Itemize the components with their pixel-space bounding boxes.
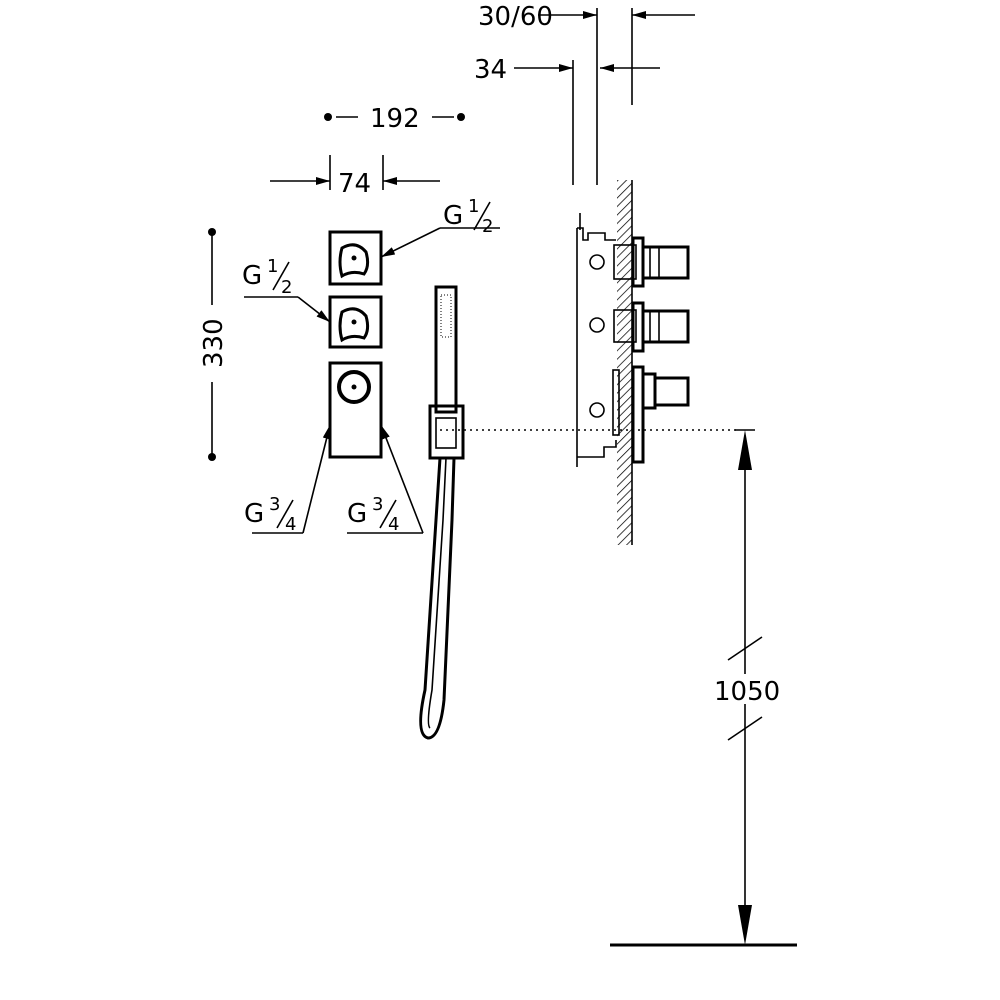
callout-g-three-quarter-left: G 3 4 — [244, 424, 331, 535]
hand-shower — [419, 285, 465, 740]
dim-label-330: 330 — [199, 318, 229, 368]
valve-body-side — [576, 213, 690, 467]
svg-text:3: 3 — [372, 494, 383, 515]
dim-label-192: 192 — [370, 104, 420, 134]
callout-g-half-left: G 1 2 — [242, 256, 331, 323]
dimension-30-60: 30/60 — [478, 2, 695, 185]
dimension-1050: 1050 — [610, 429, 797, 947]
front-plates — [328, 230, 383, 459]
dim-label-74: 74 — [338, 169, 371, 199]
svg-text:4: 4 — [388, 514, 399, 535]
svg-text:4: 4 — [285, 514, 296, 535]
svg-text:1: 1 — [468, 196, 479, 217]
svg-text:2: 2 — [281, 277, 292, 298]
svg-text:G: G — [242, 261, 262, 291]
dimension-34: 34 — [474, 55, 660, 185]
dimension-192: 192 — [324, 104, 465, 134]
dim-label-1050: 1050 — [714, 677, 780, 707]
dim-label-body-depth: 34 — [474, 55, 507, 85]
dimension-74: 74 — [270, 155, 440, 199]
wall-section — [617, 180, 633, 545]
dim-label-wall-finish: 30/60 — [478, 2, 553, 32]
svg-text:3: 3 — [269, 494, 280, 515]
svg-text:1: 1 — [267, 256, 278, 277]
dimension-330: 330 — [199, 228, 229, 461]
svg-text:G: G — [347, 499, 367, 529]
callout-g-half-top: G 1 2 — [380, 196, 500, 258]
svg-text:G: G — [244, 499, 264, 529]
svg-text:2: 2 — [482, 216, 493, 237]
svg-text:G: G — [443, 201, 463, 231]
callout-g-three-quarter-right: G 3 4 — [347, 424, 424, 535]
